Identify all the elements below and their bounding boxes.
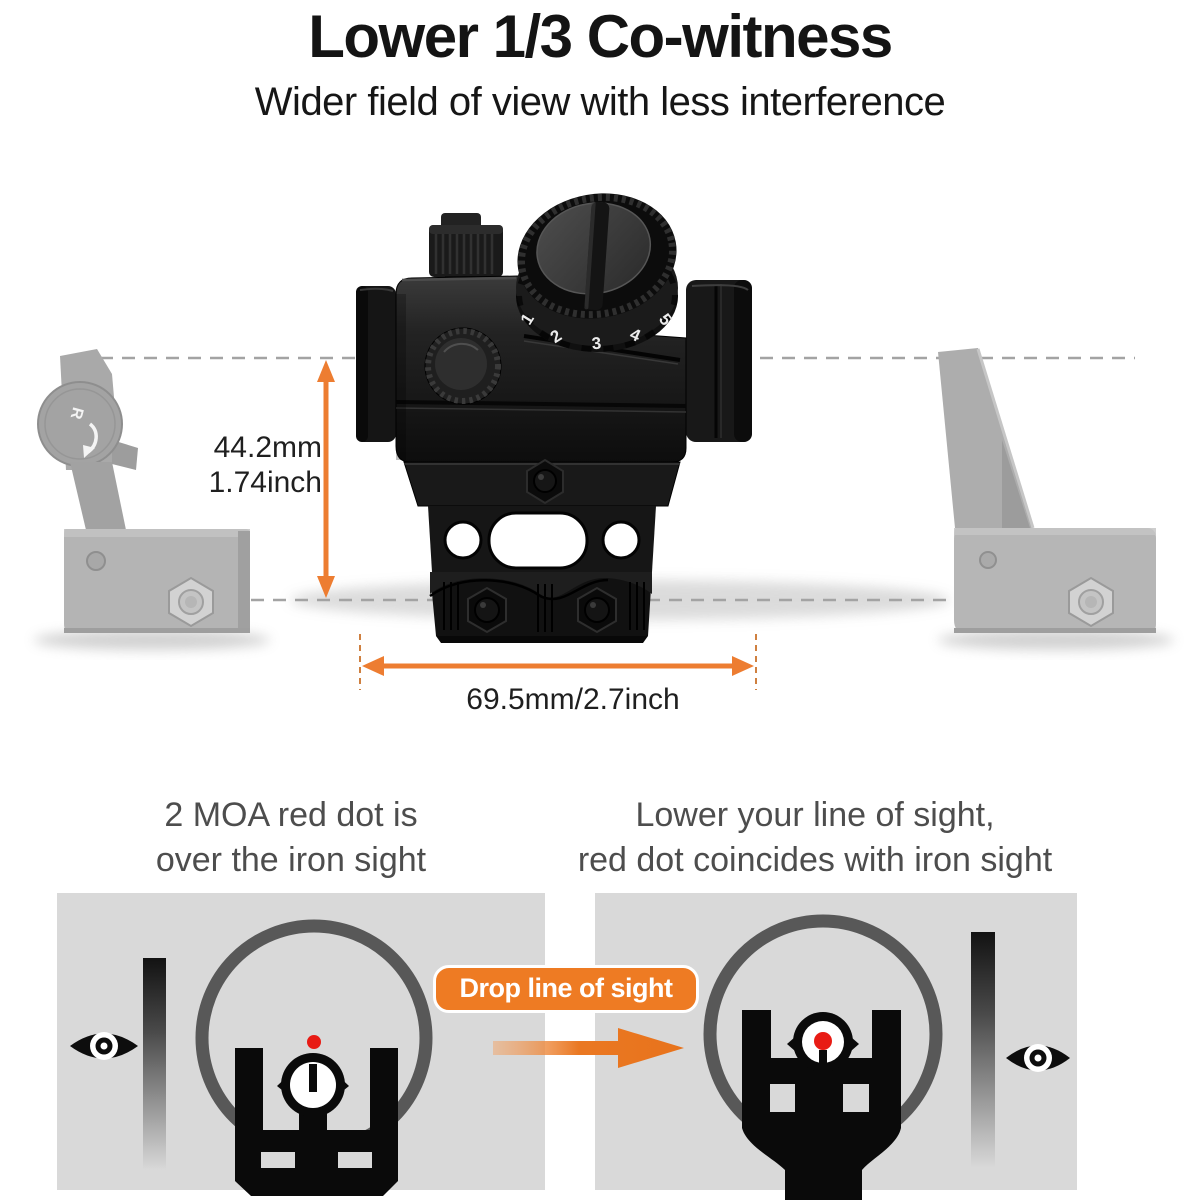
windage-knob [424,327,502,405]
left-iron-sight: R [37,349,250,633]
turret-cap [517,193,677,319]
red-dot [814,1032,832,1050]
riser-mount [428,506,656,572]
base-hex-screw [526,458,564,505]
line-of-sight-bar [971,932,995,1168]
turret-number-3: 3 [591,334,602,354]
height-label-mm: 44.2mm [213,431,322,464]
comparison-panels [57,893,1077,1200]
height-dimension-arrow [317,360,335,598]
caption-left: 2 MOA red dot is over the iron sight [71,793,511,883]
red-dot [307,1035,321,1049]
drop-arrow-icon [493,1028,684,1068]
brightness-turret: 1 2 3 4 5 [516,193,678,354]
caption-right: Lower your line of sight, red dot coinci… [570,793,1060,883]
product-diagram-art: R [34,193,1174,690]
iron-sight-silhouette [742,1010,901,1200]
clamp-hex-screw-right [577,586,617,634]
page-subtitle: Wider field of view with less interferen… [254,80,946,124]
sight-picture-left [70,919,433,1196]
svg-text:R: R [67,405,87,421]
caption-right-line2: red dot coincides with iron sight [577,841,1053,879]
width-label: 69.5mm/2.7inch [466,683,680,716]
ocular-lens-housing [356,286,396,442]
right-sight-hex-nut [1068,576,1114,628]
base-plate [403,458,681,507]
rear-sight-r-marking: R [67,405,98,458]
left-sight-hex-nut [168,576,214,628]
drop-line-of-sight-label: Drop line of sight [433,965,699,1013]
caption-left-line2: over the iron sight [155,841,427,879]
elevation-knob [429,213,503,286]
sight-picture-right [703,914,1070,1200]
eye-icon [70,1032,138,1060]
clamp-serrations [443,582,645,632]
rail-clamp [429,572,652,643]
objective-lens-housing [686,280,752,442]
width-dimension-arrow [359,634,757,690]
right-iron-sight [938,348,1156,633]
red-dot-sight: 1 2 3 4 5 [356,193,752,643]
height-label-inch: 1.74inch [208,466,322,499]
battery-cap-slot [584,201,610,311]
clamp-hex-screw-left [467,586,507,634]
caption-left-line1: 2 MOA red dot is [164,796,418,834]
line-of-sight-bar [143,958,166,1170]
eye-icon [1006,1044,1070,1072]
caption-right-line1: Lower your line of sight, [635,796,995,834]
page-title: Lower 1/3 Co-witness [308,3,893,70]
